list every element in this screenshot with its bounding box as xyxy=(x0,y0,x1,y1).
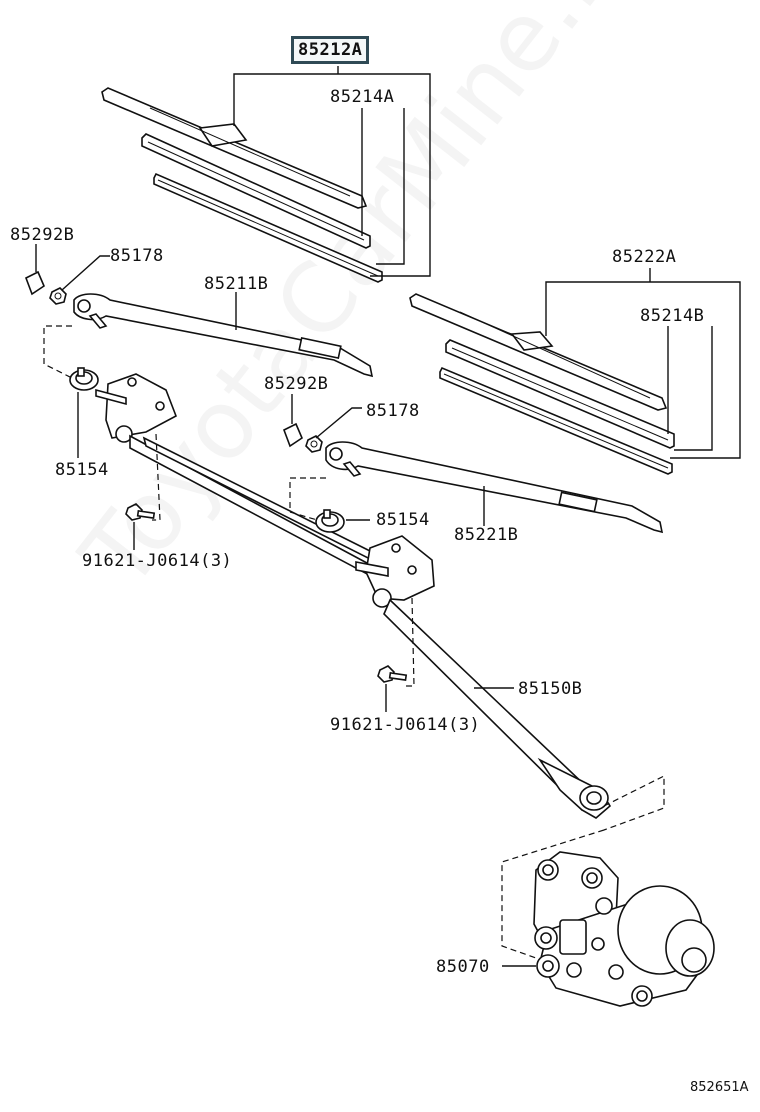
part-label-85154-left[interactable]: 85154 xyxy=(55,460,109,480)
wiper-blade-insert-left[interactable] xyxy=(153,172,383,283)
wiper-blade-left[interactable] xyxy=(101,87,368,209)
part-label-85212A[interactable]: 85212A xyxy=(291,36,370,64)
part-label-91621-right[interactable]: 91621-J0614(3) xyxy=(330,715,481,735)
wiper-arm-cap-right[interactable] xyxy=(282,422,303,448)
figure-code: 852651A xyxy=(690,1080,749,1095)
part-label-91621-left[interactable]: 91621-J0614(3) xyxy=(82,551,233,571)
wiper-arm-cap-left[interactable] xyxy=(24,270,45,296)
part-label-85222A[interactable]: 85222A xyxy=(612,247,677,267)
wiper-blade-right[interactable] xyxy=(409,293,668,411)
bolt-right[interactable] xyxy=(377,665,408,683)
wiper-pivot-bushing-left[interactable] xyxy=(69,367,99,391)
wiper-arm-nut-left[interactable] xyxy=(49,287,67,305)
part-label-85178-right[interactable]: 85178 xyxy=(366,401,420,421)
part-label-85150B[interactable]: 85150B xyxy=(518,679,583,699)
part-label-85070[interactable]: 85070 xyxy=(436,957,490,977)
part-label-85178-left[interactable]: 85178 xyxy=(110,246,164,266)
wiper-arm-left[interactable] xyxy=(73,293,374,378)
wiper-arm-nut-right[interactable] xyxy=(305,435,323,453)
wiper-pivot-bushing-right[interactable] xyxy=(315,509,345,533)
part-label-85214A[interactable]: 85214A xyxy=(330,87,395,107)
wiper-arm-right[interactable] xyxy=(325,441,664,534)
part-label-85292B-left[interactable]: 85292B xyxy=(10,225,75,245)
bolt-left[interactable] xyxy=(125,503,156,521)
part-label-85211B[interactable]: 85211B xyxy=(204,274,269,294)
part-label-85221B[interactable]: 85221B xyxy=(454,525,519,545)
part-label-85292B-right[interactable]: 85292B xyxy=(264,374,329,394)
wiper-motor[interactable] xyxy=(533,851,715,1007)
wiper-link-assembly[interactable] xyxy=(95,373,612,819)
part-label-85214B[interactable]: 85214B xyxy=(640,306,705,326)
wiper-blade-rubber-right[interactable] xyxy=(445,339,675,449)
part-label-85154-right[interactable]: 85154 xyxy=(376,510,430,530)
wiper-blade-insert-right[interactable] xyxy=(439,366,673,475)
wiper-blade-rubber-left[interactable] xyxy=(141,133,371,249)
